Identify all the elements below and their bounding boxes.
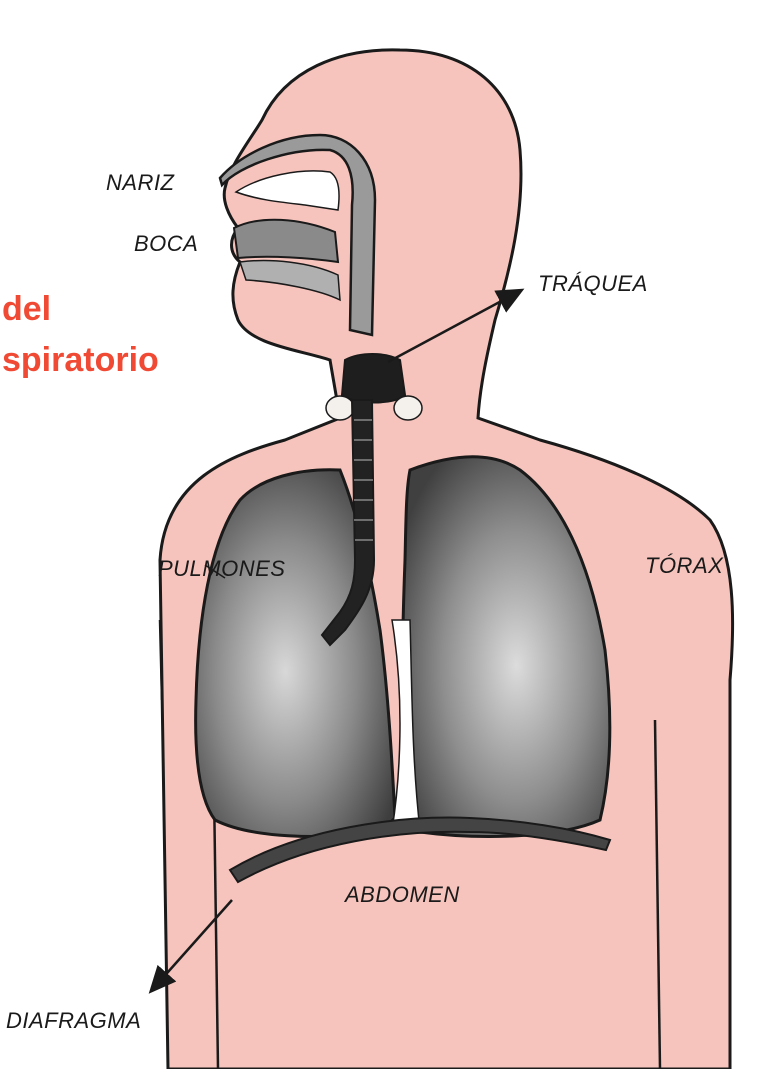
title-line-2: spiratorio [2,341,159,380]
thyroid-left [326,396,354,420]
title-line-1: del [2,290,51,329]
label-abdomen: ABDOMEN [345,882,460,908]
label-diafragma: DIAFRAGMA [6,1008,141,1034]
label-boca: BOCA [134,231,198,257]
label-nariz: NARIZ [106,170,175,196]
label-traquea: TRÁQUEA [538,271,648,297]
label-pulmones: PULMONES [158,556,285,582]
thyroid-right [394,396,422,420]
larynx [342,354,405,403]
label-torax: TÓRAX [645,553,723,579]
